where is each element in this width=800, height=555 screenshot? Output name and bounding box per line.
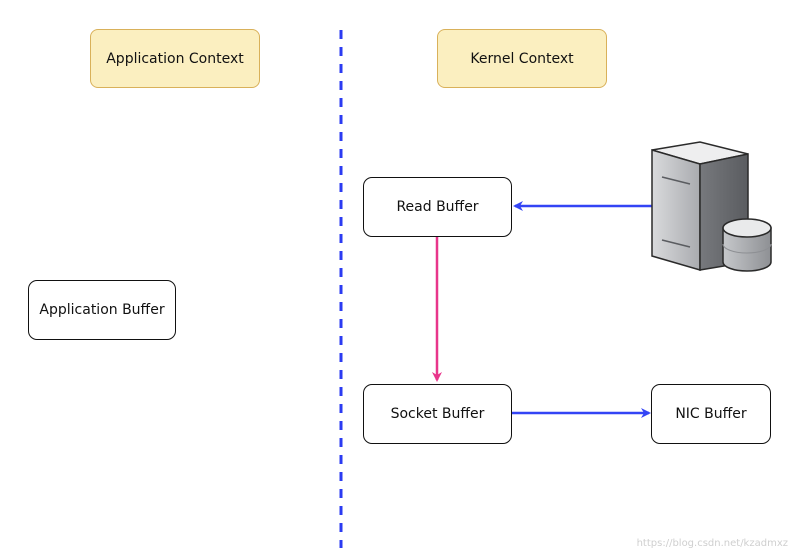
kernel-context-label: Kernel Context [437,29,607,88]
application-context-label: Application Context [90,29,260,88]
nic-buffer-node: NIC Buffer [651,384,771,444]
watermark-text: https://blog.csdn.net/kzadmxz [636,538,788,549]
read-buffer-node: Read Buffer [363,177,512,237]
server-disk-icon [651,141,772,272]
application-buffer-node: Application Buffer [28,280,176,340]
socket-buffer-node: Socket Buffer [363,384,512,444]
